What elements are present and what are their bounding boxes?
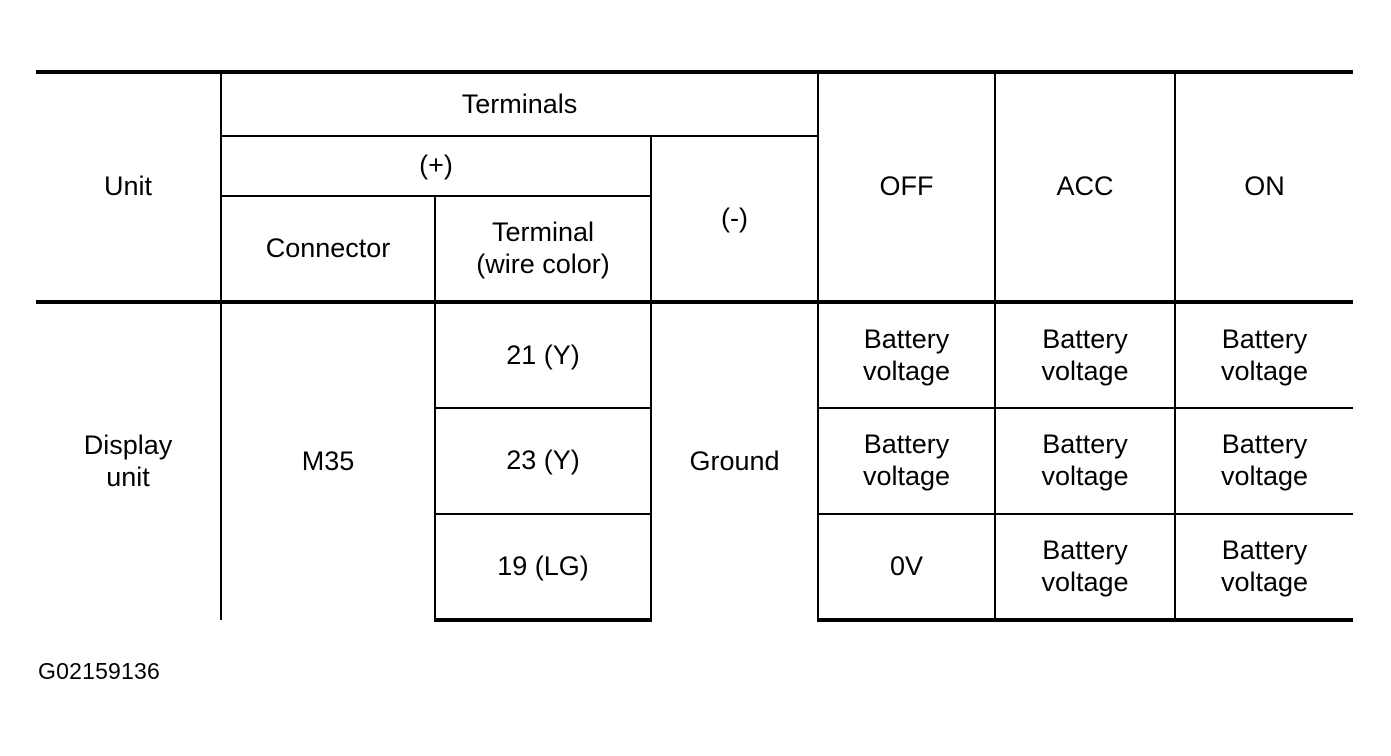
cell-terminal-1: 23 (Y) <box>434 407 652 515</box>
figure-caption: G02159136 <box>38 658 161 684</box>
header-off: OFF <box>817 70 996 302</box>
terminal-voltage-table: Unit Terminals OFF ACC ON (+) (-) Connec… <box>36 70 1353 622</box>
cell-acc-0-line2: voltage <box>1041 355 1129 386</box>
cell-on-2-line2: voltage <box>1220 566 1309 597</box>
unit-name-line2: unit <box>106 462 150 492</box>
cell-acc-1-line2: voltage <box>1041 461 1129 491</box>
cell-on-0-line2: voltage <box>1220 355 1309 386</box>
cell-off-1-line2: voltage <box>862 461 951 491</box>
cell-on-1-line2: voltage <box>1220 461 1309 491</box>
cell-acc-2: Battery voltage <box>994 513 1176 622</box>
unit-name-line1: Display <box>83 430 173 461</box>
cell-on-1: Battery voltage <box>1174 407 1353 515</box>
header-terminal-line2: (wire color) <box>476 248 610 279</box>
cell-on-2-line1: Battery <box>1221 534 1308 565</box>
cell-off-0-line2: voltage <box>862 355 951 386</box>
header-on: ON <box>1174 70 1353 302</box>
cell-ground-value: Ground <box>650 300 819 620</box>
cell-connector-value: M35 <box>220 300 436 620</box>
header-acc: ACC <box>994 70 1176 302</box>
header-row-1: Unit Terminals OFF ACC ON <box>36 70 1353 302</box>
table-row: Display unit M35 21 (Y) Ground Battery v… <box>36 300 1353 620</box>
cell-acc-2-line2: voltage <box>1041 566 1129 597</box>
header-terminals: Terminals <box>220 70 819 137</box>
cell-unit-name: Display unit <box>36 300 222 620</box>
cell-terminal-0: 21 (Y) <box>434 300 652 409</box>
header-minus: (-) <box>650 135 819 302</box>
header-connector: Connector <box>220 195 436 302</box>
cell-on-1-line1: Battery <box>1221 429 1308 460</box>
header-unit: Unit <box>36 70 222 302</box>
header-terminal-line1: Terminal <box>491 216 595 247</box>
cell-terminal-2: 19 (LG) <box>434 513 652 622</box>
cell-acc-1: Battery voltage <box>994 407 1176 515</box>
cell-on-2: Battery voltage <box>1174 513 1353 622</box>
cell-off-0-line1: Battery <box>863 323 950 354</box>
cell-off-1-line1: Battery <box>863 429 950 460</box>
cell-on-0-line1: Battery <box>1221 323 1308 354</box>
cell-acc-1-line1: Battery <box>1042 429 1128 460</box>
table-row: 23 (Y) Battery voltage Battery voltage B… <box>36 407 1353 515</box>
cell-acc-0: Battery voltage <box>994 300 1176 409</box>
header-row-3: Connector Terminal (wire color) <box>36 195 1353 302</box>
cell-acc-2-line1: Battery <box>1042 534 1128 565</box>
cell-acc-0-line1: Battery <box>1042 323 1128 354</box>
cell-off-0: Battery voltage <box>817 300 996 409</box>
header-row-2: (+) (-) <box>36 135 1353 302</box>
header-plus: (+) <box>220 135 652 197</box>
cell-off-2: 0V <box>817 513 996 622</box>
table-row: 19 (LG) 0V Battery voltage Battery volta… <box>36 513 1353 622</box>
cell-off-1: Battery voltage <box>817 407 996 515</box>
cell-on-0: Battery voltage <box>1174 300 1353 409</box>
header-terminal-wire-color: Terminal (wire color) <box>434 195 652 302</box>
